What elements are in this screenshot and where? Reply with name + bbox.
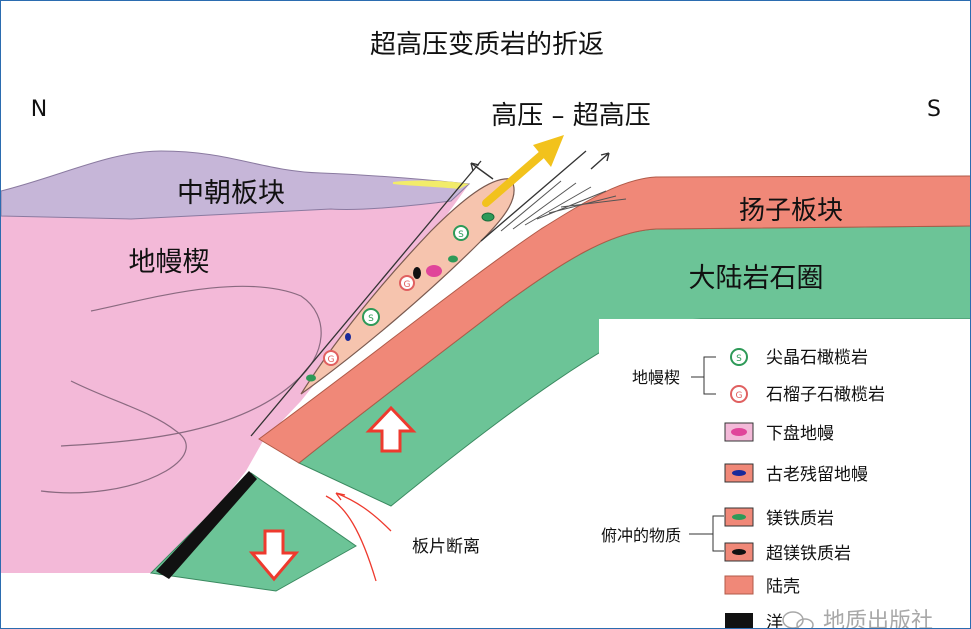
ancient-relict-mantle-icon bbox=[724, 463, 754, 483]
slab-breakoff-label: 板片断离 bbox=[412, 537, 480, 557]
svg-text:G: G bbox=[404, 280, 411, 290]
breakoff-arrow bbox=[325, 495, 377, 582]
fault-hatching bbox=[500, 180, 627, 232]
lower-plate-mantle-icon bbox=[724, 422, 754, 442]
north-label: N bbox=[31, 97, 47, 122]
legend-bracket bbox=[689, 515, 724, 552]
legend-bracket bbox=[691, 356, 716, 395]
lithosphere-label: 大陆岩石圈 bbox=[689, 263, 824, 294]
watermark: 地质出版社 bbox=[782, 609, 933, 629]
mantle-flow-line bbox=[40, 380, 187, 494]
exhumation-arrow-head bbox=[533, 135, 564, 167]
exhumation-arrow bbox=[482, 147, 550, 207]
legend-label: 陆壳 bbox=[766, 577, 800, 597]
north-plate-region bbox=[1, 150, 471, 220]
exhumation-label: 高压 – 超高压 bbox=[491, 101, 651, 131]
legend-label: 超镁铁质岩 bbox=[766, 544, 851, 564]
mantle-flow-line bbox=[60, 285, 322, 447]
legend-label: 尖晶石橄榄岩 bbox=[766, 348, 868, 368]
garnet-peridotite-icon: G bbox=[730, 385, 748, 403]
fault-line bbox=[480, 150, 587, 242]
detached-slab bbox=[149, 472, 357, 592]
title: 超高压变质岩的折返 bbox=[370, 30, 604, 60]
channel-symbols: S G S G bbox=[306, 212, 495, 382]
wechat-icon bbox=[782, 611, 814, 628]
legend-label: 下盘地幔 bbox=[766, 424, 834, 444]
mafic-rock-icon bbox=[724, 507, 754, 527]
shear-arrow bbox=[470, 162, 494, 180]
south-plate-label: 扬子板块 bbox=[739, 196, 843, 226]
legend-group-mantle-wedge: 地幔楔 bbox=[632, 368, 680, 387]
svg-text:S: S bbox=[458, 230, 464, 240]
south-label: S bbox=[927, 97, 941, 122]
legend-label: 石榴子石橄榄岩 bbox=[766, 385, 885, 405]
svg-text:G: G bbox=[736, 391, 743, 401]
continental-crust-region bbox=[258, 175, 970, 464]
continental-crust-icon bbox=[724, 575, 754, 595]
watermark-text: 地质出版社 bbox=[823, 609, 933, 629]
mantle-wedge-label: 地幔楔 bbox=[129, 247, 210, 278]
uplift-arrow bbox=[365, 405, 417, 453]
black-slab-edge bbox=[156, 471, 257, 579]
mantle-wedge-region bbox=[1, 184, 469, 573]
sinking-arrow bbox=[248, 529, 300, 582]
breakoff-arrow bbox=[335, 492, 392, 532]
svg-text:G: G bbox=[328, 355, 335, 365]
ultramafic-rock-icon bbox=[724, 542, 754, 562]
legend-group-thrust: 俯冲的物质 bbox=[601, 526, 681, 545]
legend-label: 古老残留地幔 bbox=[766, 465, 868, 485]
north-plate-label: 中朝板块 bbox=[177, 178, 285, 209]
svg-text:S: S bbox=[736, 354, 742, 364]
black-unit-icon bbox=[725, 613, 753, 628]
svg-text:S: S bbox=[368, 314, 374, 324]
fault-line bbox=[250, 160, 482, 437]
legend-label: 洋 bbox=[766, 613, 783, 629]
shear-arrow bbox=[590, 152, 610, 170]
yellow-sliver bbox=[393, 180, 469, 189]
legend-panel bbox=[599, 319, 970, 628]
legend-label: 镁铁质岩 bbox=[766, 509, 834, 529]
spinel-peridotite-icon: S bbox=[730, 348, 748, 366]
